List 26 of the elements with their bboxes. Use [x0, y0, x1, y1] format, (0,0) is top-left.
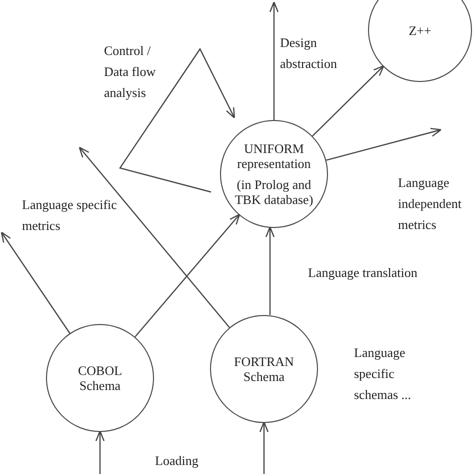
circle-node [368, 0, 472, 82]
note-text: Language specific schemas ... [354, 344, 412, 404]
edge-label: Design abstraction [280, 34, 338, 73]
arrow [0, 232, 70, 334]
node-label: UNIFORM representation [236, 141, 312, 171]
arrow [259, 421, 269, 474]
note-text: Loading [155, 452, 200, 470]
arrow [119, 48, 236, 193]
node-label: Z++ [408, 22, 432, 38]
arrow [269, 1, 279, 120]
arrow [78, 146, 230, 328]
node-label: (in Prolog and TBK database) [234, 177, 314, 207]
circle-node [46, 324, 154, 432]
node-label: COBOL Schema [76, 363, 124, 393]
arrow [312, 65, 384, 136]
arrow [326, 128, 442, 161]
circle-node [220, 120, 328, 228]
edge-label: Language specific metrics [22, 196, 118, 235]
arrow [265, 226, 275, 315]
arrow [134, 214, 240, 338]
edge-label: Language independent metrics [398, 174, 463, 234]
circle-node [210, 315, 318, 423]
arrow [95, 430, 105, 474]
edge-label: Control / Data flow analysis [104, 42, 157, 102]
node-label: FORTRAN Schema [233, 354, 295, 384]
edge-label: Language translation [308, 264, 418, 282]
